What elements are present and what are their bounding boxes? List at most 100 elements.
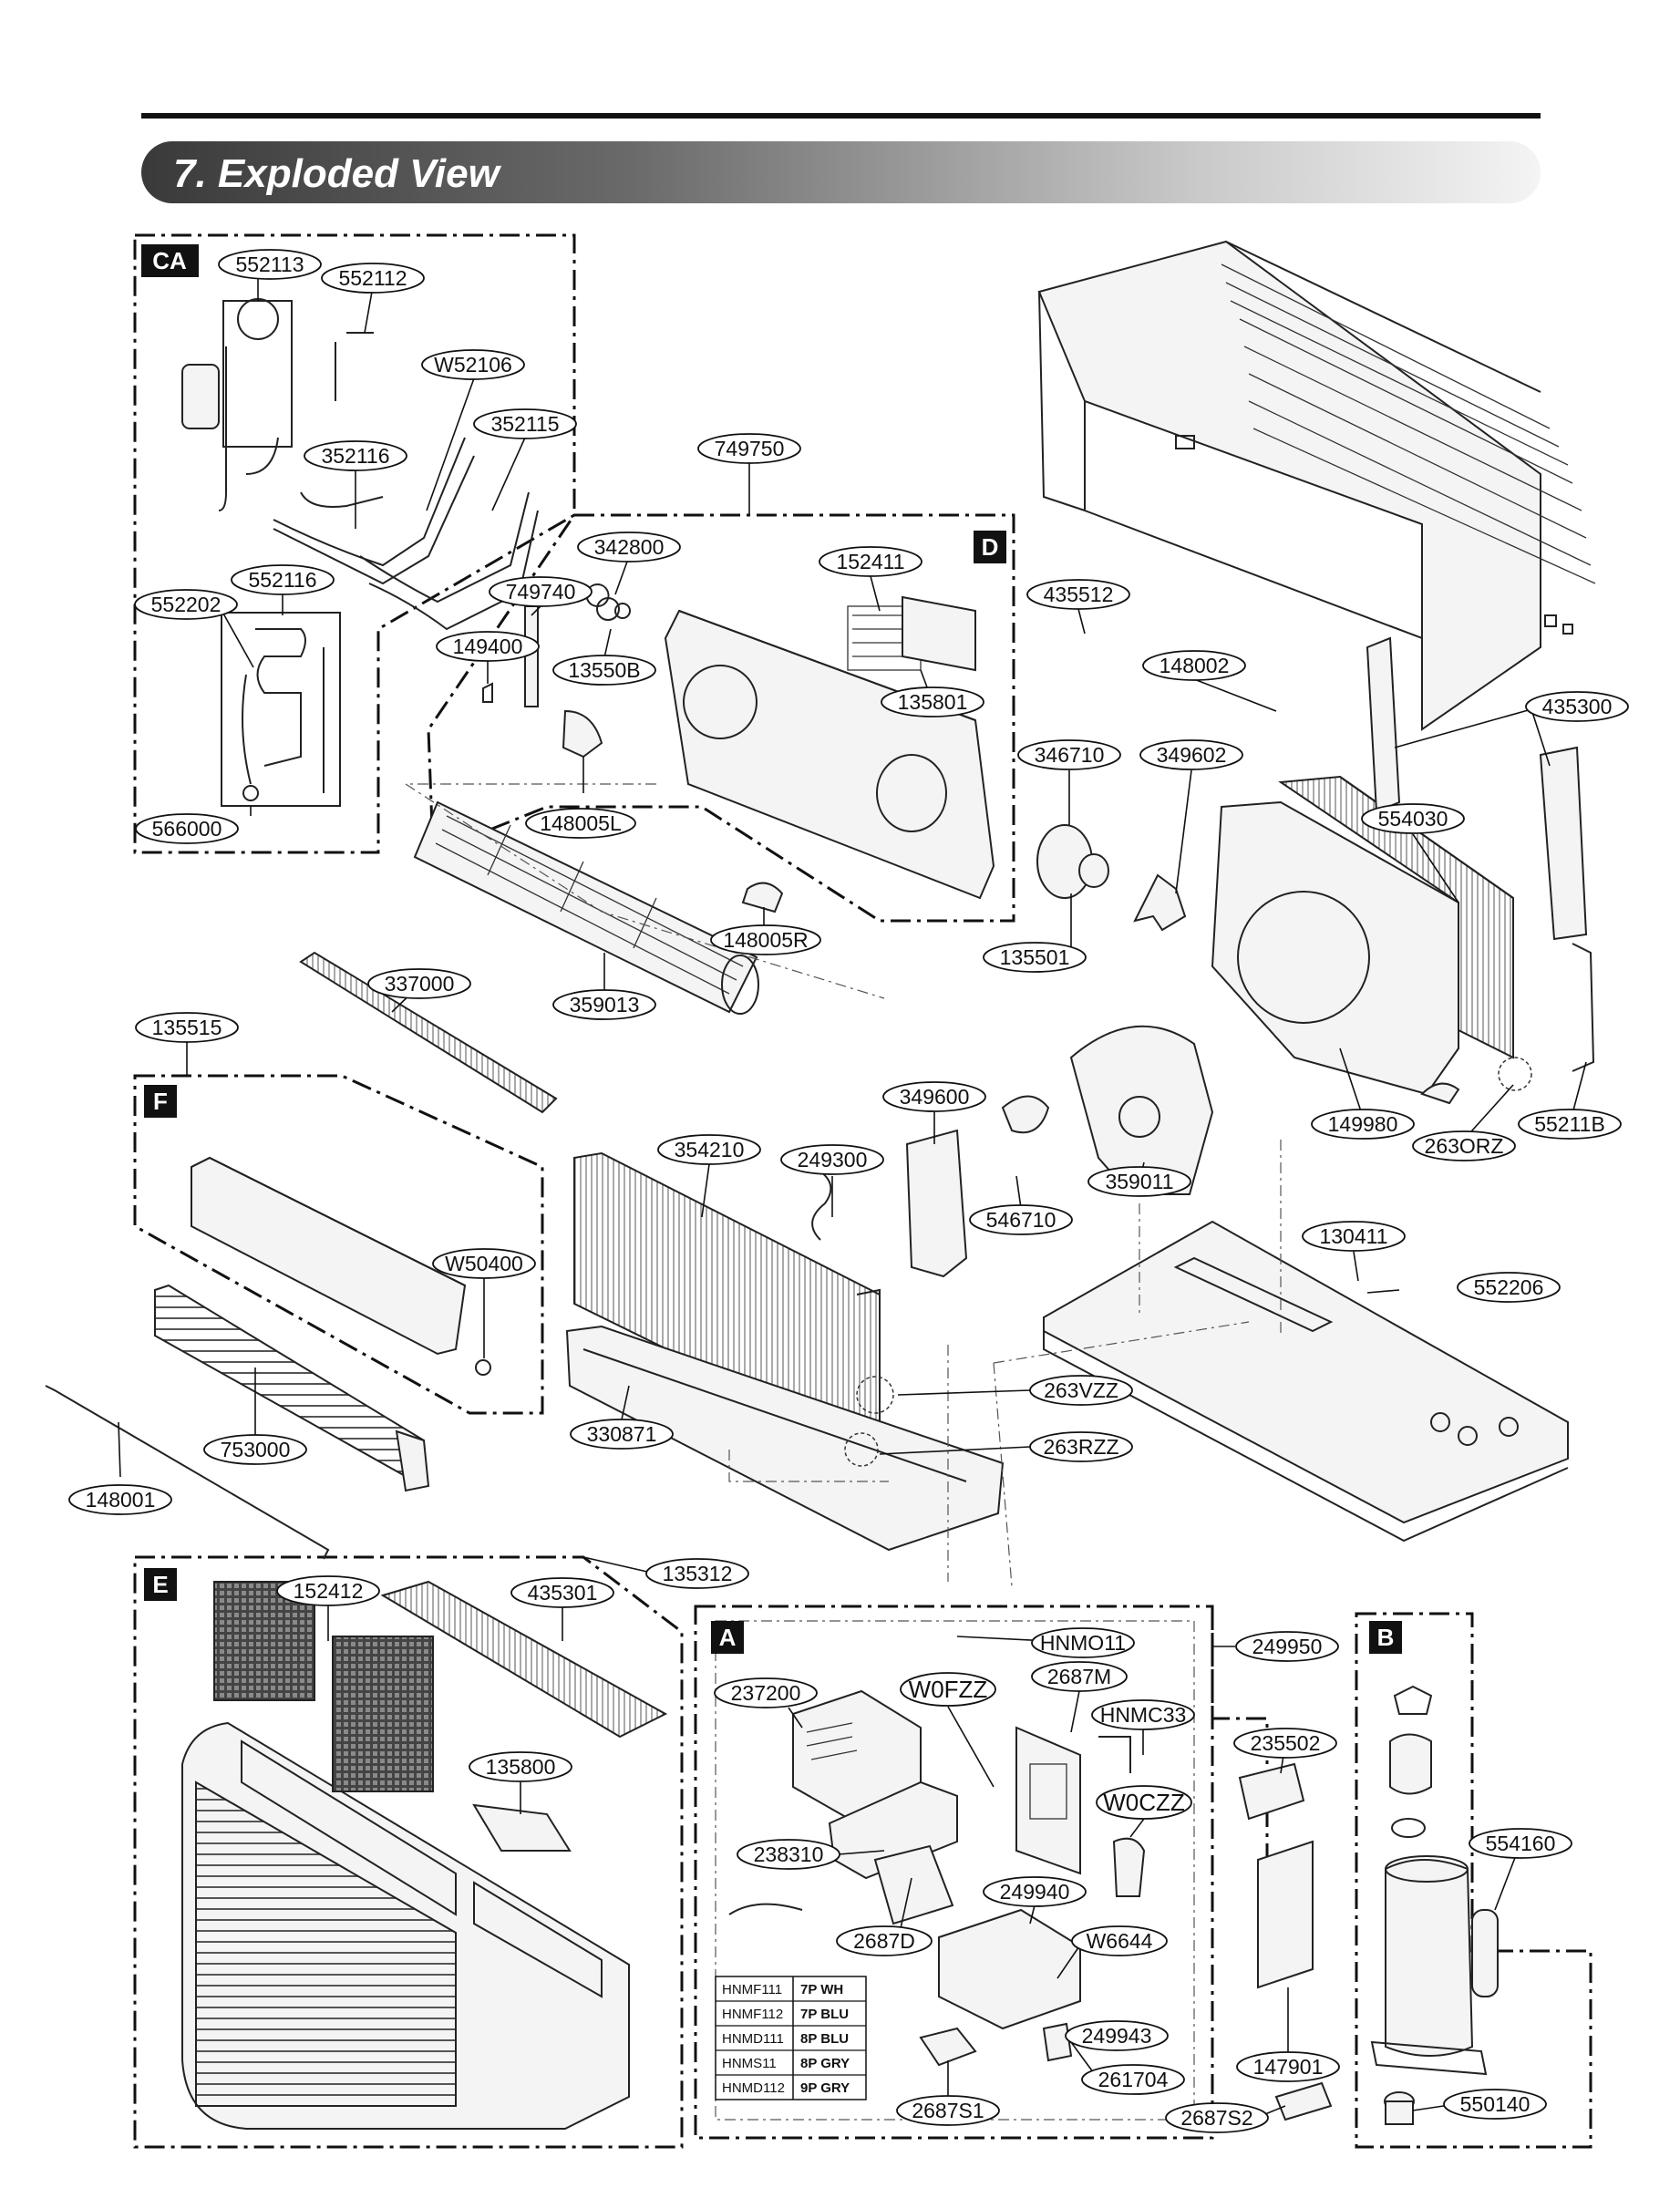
- part-label-749740: 749740: [489, 576, 593, 607]
- svg-text:148005R: 148005R: [723, 928, 808, 952]
- svg-text:435300: 435300: [1542, 695, 1613, 718]
- svg-text:8P GRY: 8P GRY: [800, 2056, 850, 2071]
- section-tag-d: D: [974, 531, 1006, 563]
- part-label-749750: 749750: [697, 433, 801, 464]
- svg-text:148001: 148001: [86, 1488, 156, 1512]
- part-label-55211B: 55211B: [1518, 1109, 1622, 1140]
- svg-text:354210: 354210: [675, 1138, 745, 1161]
- svg-text:552112: 552112: [338, 266, 407, 290]
- page-title: 7. Exploded View: [173, 151, 502, 196]
- svg-text:554030: 554030: [1378, 807, 1448, 831]
- section-e-front-panel: [181, 1580, 668, 2130]
- part-label-566000: 566000: [135, 813, 239, 844]
- svg-text:HNMS11: HNMS11: [722, 2056, 777, 2071]
- part-label-W0CZZ: W0CZZ: [1096, 1785, 1192, 1820]
- svg-text:435512: 435512: [1044, 583, 1114, 606]
- part-label-546710: 546710: [969, 1204, 1073, 1235]
- section-tag-b: B: [1369, 1621, 1402, 1654]
- svg-text:B: B: [1377, 1624, 1395, 1651]
- part-label-753000: 753000: [203, 1434, 307, 1465]
- table-row: HNMD112 9P GRY: [722, 2080, 850, 2096]
- fan-motor-assembly: [905, 824, 1214, 1278]
- svg-text:CA: CA: [152, 247, 187, 274]
- part-label-263RZZ: 263RZZ: [1029, 1431, 1133, 1462]
- part-label-263VZZ: 263VZZ: [1029, 1375, 1133, 1406]
- svg-text:249950: 249950: [1252, 1635, 1323, 1658]
- part-label-552202: 552202: [134, 589, 238, 620]
- svg-text:2687D: 2687D: [853, 1929, 915, 1953]
- svg-text:749740: 749740: [506, 580, 576, 604]
- svg-text:W0FZZ: W0FZZ: [909, 1676, 988, 1703]
- part-label-13550B: 13550B: [552, 655, 656, 686]
- section-tag-a: A: [711, 1621, 744, 1654]
- part-label-135501: 135501: [983, 942, 1087, 973]
- part-label-346710: 346710: [1017, 739, 1121, 770]
- part-label-HNMO11: HNMO11: [1031, 1627, 1135, 1658]
- part-label-235502: 235502: [1233, 1728, 1337, 1759]
- part-label-435301: 435301: [510, 1577, 614, 1608]
- part-label-HNMC33: HNMC33: [1091, 1699, 1195, 1730]
- svg-text:263VZZ: 263VZZ: [1044, 1378, 1118, 1402]
- svg-text:359011: 359011: [1105, 1170, 1173, 1193]
- part-label-349600: 349600: [882, 1081, 986, 1112]
- part-label-2687S2: 2687S2: [1165, 2102, 1269, 2133]
- svg-text:352115: 352115: [490, 412, 559, 436]
- svg-text:W50400: W50400: [445, 1252, 523, 1275]
- page-header: 7. Exploded View: [141, 113, 1541, 203]
- wall-sleeve: [1037, 240, 1596, 731]
- svg-text:135501: 135501: [1000, 945, 1070, 969]
- svg-text:2687S1: 2687S1: [912, 2099, 984, 2122]
- svg-text:13550B: 13550B: [568, 658, 640, 682]
- svg-text:337000: 337000: [385, 972, 455, 996]
- svg-text:346710: 346710: [1035, 743, 1105, 767]
- blower-wheel: [413, 800, 759, 1015]
- svg-text:349602: 349602: [1157, 743, 1227, 767]
- part-label-135800: 135800: [469, 1751, 572, 1782]
- svg-text:A: A: [719, 1624, 737, 1651]
- svg-text:249943: 249943: [1082, 2024, 1152, 2048]
- svg-text:249940: 249940: [1000, 1880, 1070, 1904]
- svg-text:8P BLU: 8P BLU: [800, 2031, 849, 2047]
- svg-text:359013: 359013: [570, 993, 640, 1017]
- part-label-152411: 152411: [819, 546, 922, 577]
- svg-text:546710: 546710: [986, 1208, 1056, 1232]
- svg-text:330871: 330871: [587, 1422, 657, 1446]
- svg-text:552113: 552113: [235, 253, 304, 276]
- svg-text:263RZZ: 263RZZ: [1043, 1435, 1118, 1459]
- svg-text:135312: 135312: [663, 1562, 733, 1585]
- svg-text:7P BLU: 7P BLU: [800, 2007, 849, 2022]
- svg-text:238310: 238310: [754, 1842, 824, 1866]
- part-label-135515: 135515: [135, 1012, 239, 1043]
- svg-text:2687M: 2687M: [1047, 1665, 1111, 1688]
- part-label-W52106: W52106: [421, 349, 525, 380]
- part-label-149980: 149980: [1311, 1109, 1415, 1140]
- svg-text:HNMF112: HNMF112: [722, 2007, 783, 2022]
- fan-shroud: [1211, 800, 1460, 1105]
- section-tag-ca: CA: [141, 244, 199, 277]
- part-label-552113: 552113: [218, 249, 322, 280]
- drain-pan: [565, 1325, 1005, 1552]
- svg-text:342800: 342800: [594, 535, 665, 559]
- detail-circles: [844, 1057, 1532, 1467]
- svg-text:9P GRY: 9P GRY: [800, 2080, 850, 2096]
- control-box-parts: [1238, 1762, 1333, 2121]
- svg-text:349600: 349600: [900, 1085, 970, 1109]
- table-row: HNMF111 7P WH: [722, 1982, 843, 1997]
- svg-text:135801: 135801: [898, 690, 968, 714]
- part-label-135801: 135801: [881, 686, 984, 717]
- part-label-359013: 359013: [552, 989, 656, 1020]
- part-label-249950: 249950: [1235, 1631, 1339, 1662]
- part-label-2687S1: 2687S1: [896, 2095, 1000, 2126]
- part-label-554160: 554160: [1469, 1828, 1572, 1859]
- part-label-237200: 237200: [714, 1677, 818, 1708]
- side-brackets: [1366, 636, 1595, 1072]
- svg-text:W52106: W52106: [434, 353, 512, 377]
- part-label-148002: 148002: [1142, 650, 1246, 681]
- svg-text:552116: 552116: [248, 568, 316, 592]
- part-label-W50400: W50400: [432, 1248, 536, 1279]
- svg-text:749750: 749750: [715, 437, 785, 460]
- svg-text:135800: 135800: [486, 1755, 556, 1779]
- part-label-148005R: 148005R: [710, 924, 821, 955]
- svg-text:HNMC33: HNMC33: [1100, 1703, 1187, 1727]
- svg-text:435301: 435301: [528, 1581, 598, 1605]
